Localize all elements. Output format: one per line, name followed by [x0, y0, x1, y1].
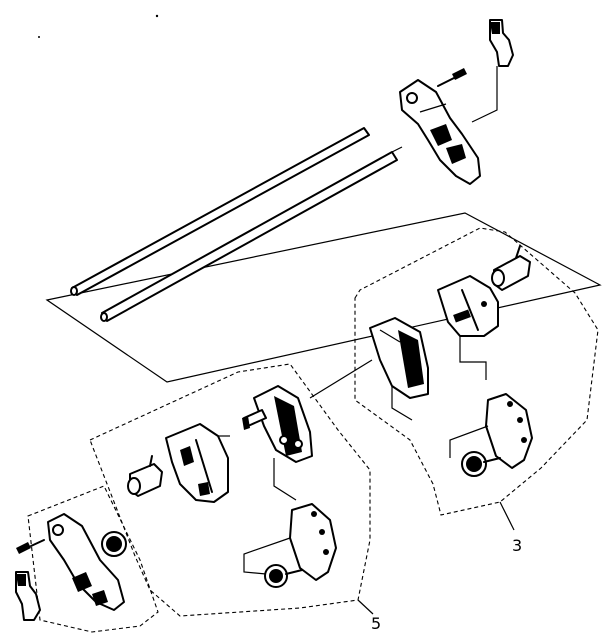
rear-rod: [70, 127, 370, 296]
assembly-3-boundary: [354, 227, 599, 516]
assembly-5-tractor-body: [253, 385, 313, 501]
assembly-3-knob: [461, 451, 501, 477]
end-latch-lever: [15, 571, 41, 621]
end-screw: [16, 539, 45, 554]
assembly-3-tractor-body: [369, 317, 429, 421]
assembly-3-slider-plate: [437, 275, 499, 380]
paper-specks: [38, 14, 159, 38]
assembly-3-leader: [499, 501, 515, 531]
callout-assembly-3: 3: [512, 536, 523, 555]
top-latch-lever: [471, 19, 514, 123]
rod-end-bracket: [399, 79, 481, 185]
end-gear: [101, 531, 127, 557]
assembly-5-boundary: [89, 363, 371, 617]
assembly-5-leader: [357, 599, 374, 615]
assembly-3-bushing: [491, 245, 531, 291]
assembly-5-pin-bolt: [242, 409, 267, 430]
end-bracket: [47, 513, 125, 611]
top-screw: [437, 68, 467, 87]
callout-assembly-5: 5: [371, 614, 382, 633]
assembly-3-clip: [449, 393, 533, 469]
assembly-link-line: [309, 359, 373, 399]
front-rod: [100, 146, 403, 322]
guide-plane-outline: [45, 212, 602, 383]
assembly-5-bushing: [127, 455, 163, 497]
assembly-5-knob: [264, 564, 303, 588]
assembly-5-slider-plate: [165, 423, 230, 503]
assembly-5-clip: [243, 503, 337, 581]
